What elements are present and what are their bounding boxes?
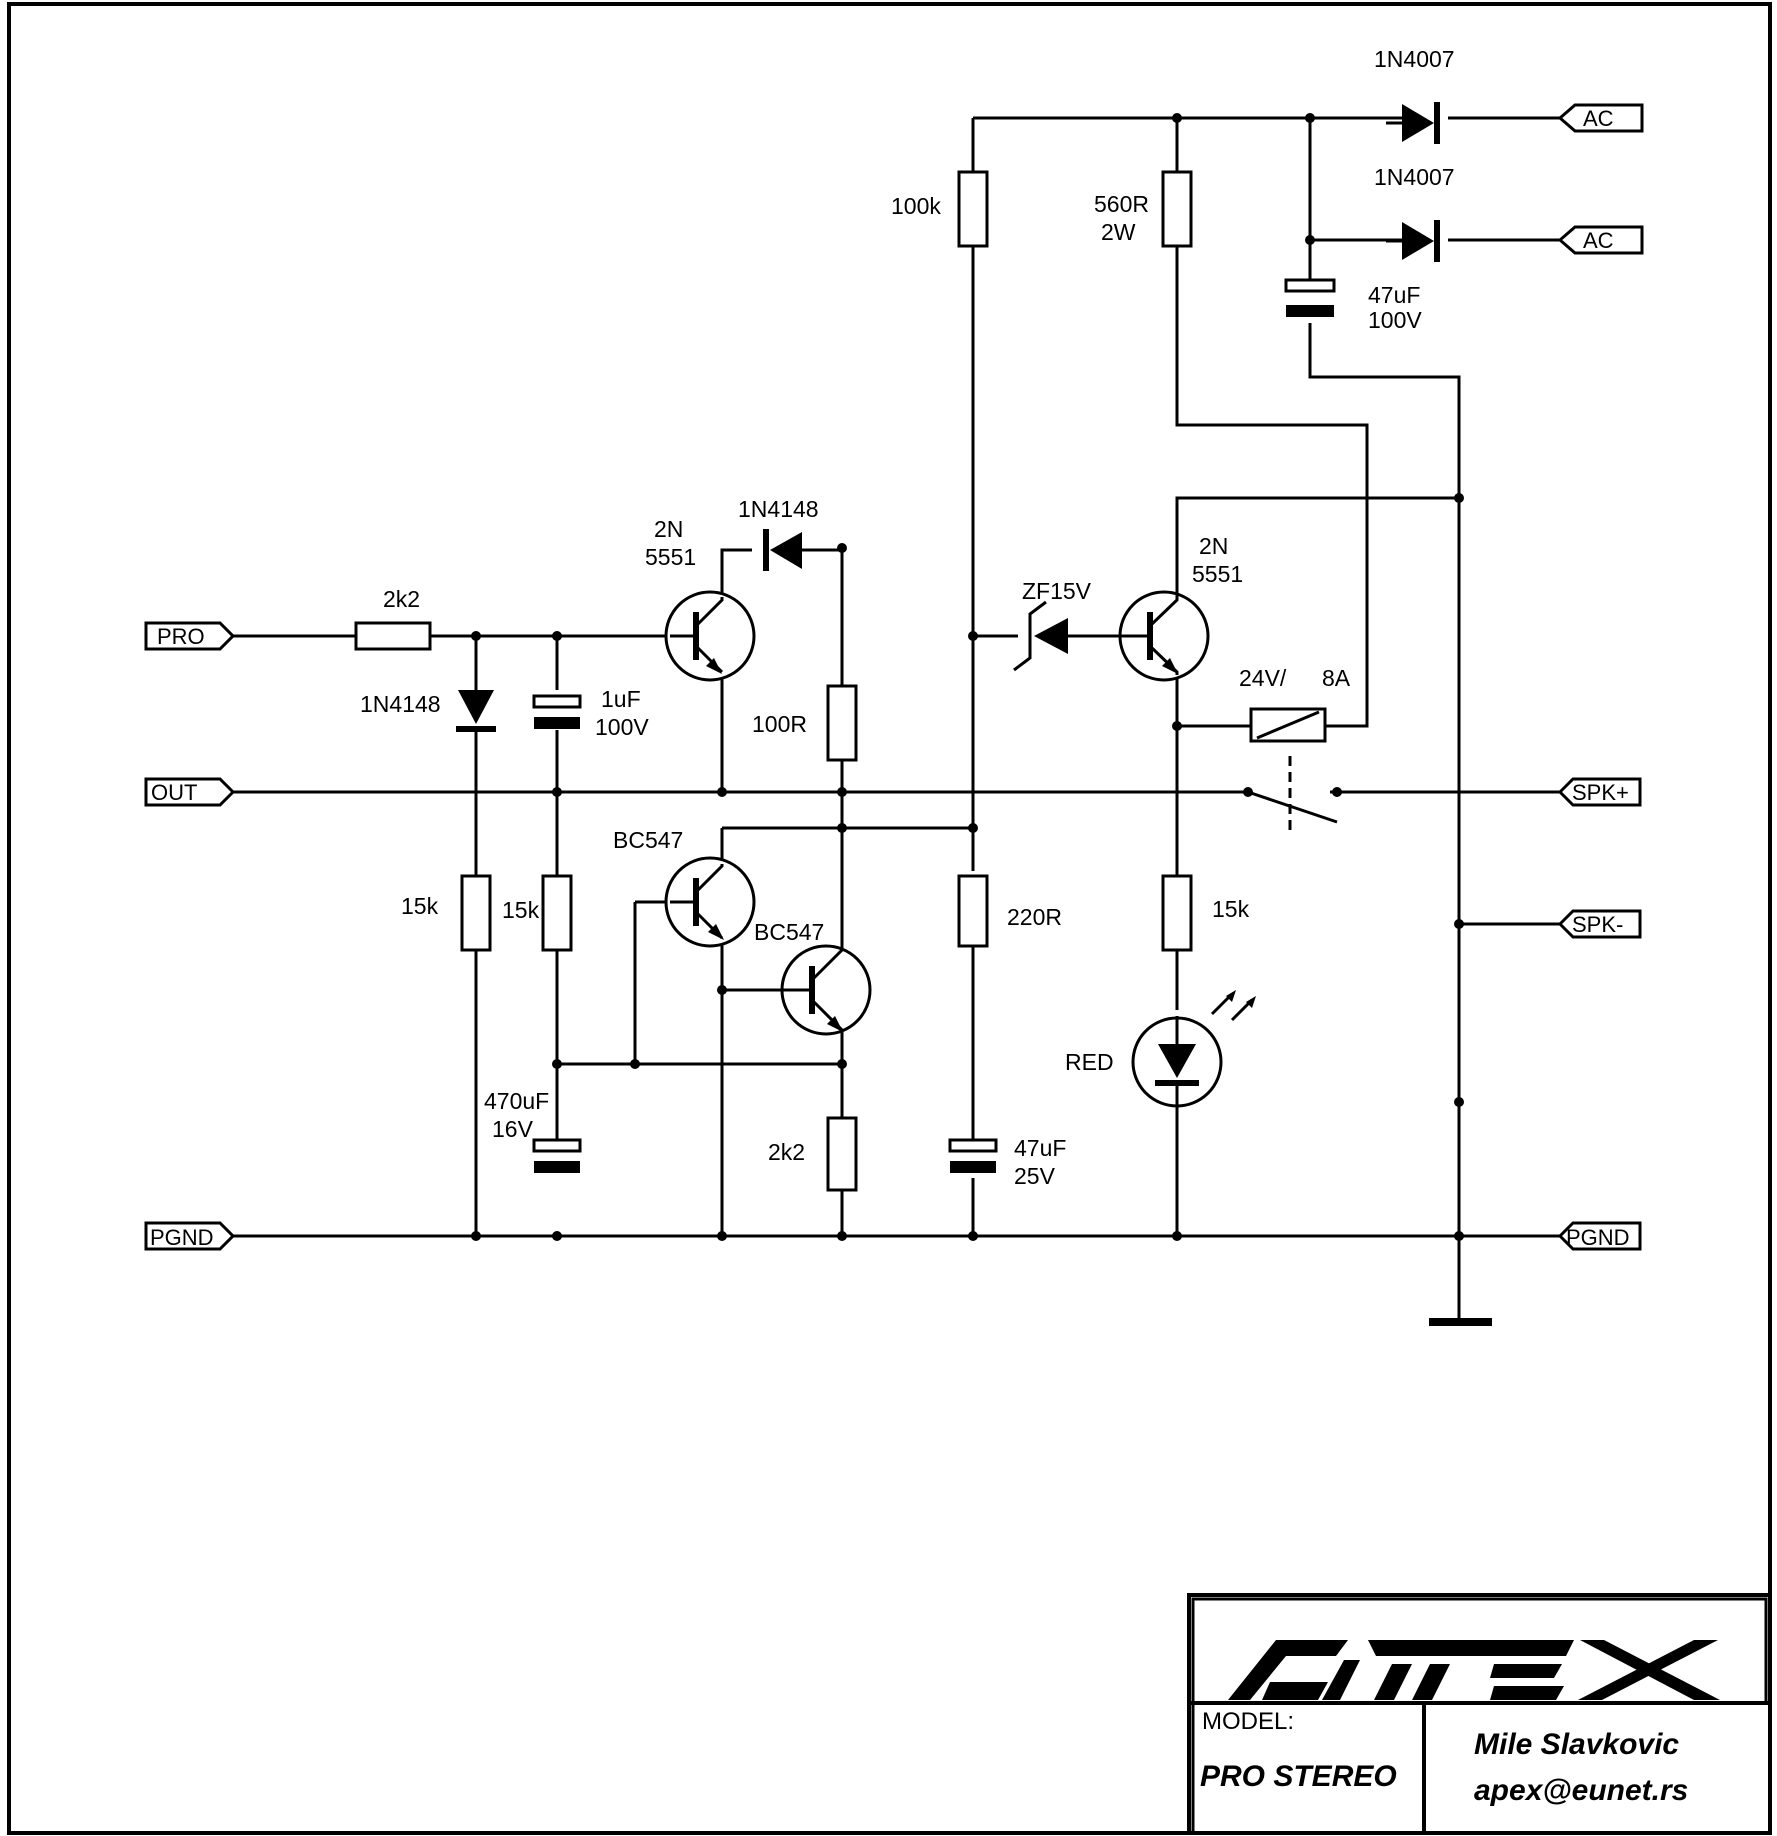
label-r100r: 100R bbox=[752, 711, 807, 737]
led-red bbox=[1131, 990, 1256, 1108]
label-q1-a: 2N bbox=[654, 516, 683, 542]
junctions bbox=[471, 113, 1464, 1241]
transistor-q2-bc547 bbox=[664, 856, 756, 948]
label-c47-25-volt: 25V bbox=[1014, 1163, 1056, 1189]
sheet-border bbox=[7, 2, 1772, 1835]
model-name: PRO STEREO bbox=[1200, 1760, 1397, 1793]
svg-text:SPK-: SPK- bbox=[1572, 912, 1623, 937]
label-c470-val: 470uF bbox=[484, 1088, 549, 1114]
model-label: MODEL: bbox=[1202, 1708, 1294, 1735]
author-email: apex@eunet.rs bbox=[1474, 1774, 1688, 1807]
label-r220r: 220R bbox=[1007, 904, 1062, 930]
port-pgnd-left: PGND bbox=[144, 1221, 236, 1251]
label-c100v-val: 47uF bbox=[1368, 282, 1420, 308]
svg-text:PGND: PGND bbox=[150, 1225, 214, 1250]
capacitor-470uf bbox=[532, 1138, 582, 1173]
resistor-100r bbox=[826, 684, 858, 762]
zener-diode bbox=[1013, 600, 1068, 672]
label-relay-a: 8A bbox=[1322, 665, 1351, 691]
label-q3: BC547 bbox=[754, 919, 824, 945]
resistor-15k-a bbox=[460, 874, 492, 952]
relay-coil bbox=[1249, 707, 1327, 743]
capacitor-47uf-25v bbox=[948, 1138, 998, 1173]
label-relay-v: 24V/ bbox=[1239, 665, 1287, 691]
port-out: OUT bbox=[144, 777, 236, 807]
relay-contact bbox=[1243, 756, 1338, 830]
resistor-2k2-low bbox=[826, 1116, 858, 1192]
label-q4-b: 5551 bbox=[1192, 561, 1243, 587]
title-block: MODEL: PRO STEREO Mile Slavkovic apex@eu… bbox=[1187, 1593, 1772, 1835]
svg-text:SPK+: SPK+ bbox=[1572, 780, 1629, 805]
transistor-q1-2n5551 bbox=[664, 590, 756, 682]
label-r2k2-low: 2k2 bbox=[768, 1139, 805, 1165]
port-spk-minus: SPK- bbox=[1557, 909, 1642, 939]
resistor-220r bbox=[957, 874, 989, 948]
label-c1uf-val: 1uF bbox=[601, 686, 641, 712]
label-led: RED bbox=[1065, 1049, 1114, 1075]
transistor-q4-2n5551 bbox=[1118, 568, 1210, 682]
label-d1n4148-top: 1N4148 bbox=[738, 496, 819, 522]
resistor-15k-b bbox=[541, 874, 573, 952]
svg-text:PRO: PRO bbox=[157, 624, 205, 649]
port-pgnd-right: PGND bbox=[1557, 1221, 1642, 1251]
label-q4-a: 2N bbox=[1199, 533, 1228, 559]
label-c100v-volt: 100V bbox=[1368, 307, 1422, 333]
svg-text:PGND: PGND bbox=[1566, 1225, 1630, 1250]
diode-1n4007-top bbox=[1386, 102, 1440, 144]
label-q2: BC547 bbox=[613, 827, 683, 853]
svg-text:AC: AC bbox=[1583, 228, 1614, 253]
resistor-2k2-input bbox=[354, 621, 432, 651]
port-ac-bottom: AC bbox=[1557, 225, 1644, 255]
label-q1-b: 5551 bbox=[645, 544, 696, 570]
label-r15k-b: 15k bbox=[502, 897, 540, 923]
port-spk-plus: SPK+ bbox=[1557, 777, 1642, 807]
label-r2k2-in: 2k2 bbox=[383, 586, 420, 612]
diode-1n4148-top bbox=[763, 529, 802, 571]
ground-symbol bbox=[1429, 1318, 1492, 1326]
svg-text:AC: AC bbox=[1583, 106, 1614, 131]
component-labels: 1N4007 1N4007 47uF 100V 100k 560R 2W 2N … bbox=[360, 46, 1455, 1189]
port-pro: PRO bbox=[144, 621, 236, 651]
resistor-15k-led bbox=[1161, 874, 1193, 952]
svg-text:OUT: OUT bbox=[151, 780, 197, 805]
diode-1n4007-bottom bbox=[1386, 220, 1440, 262]
author-name: Mile Slavkovic bbox=[1474, 1728, 1679, 1761]
label-zener: ZF15V bbox=[1022, 578, 1092, 604]
label-c1uf-volt: 100V bbox=[595, 714, 649, 740]
port-ac-top: AC bbox=[1557, 103, 1644, 133]
label-d-ac1: 1N4007 bbox=[1374, 46, 1455, 72]
capacitor-1uf bbox=[532, 694, 582, 729]
resistor-100k bbox=[957, 170, 989, 248]
apex-logo bbox=[1228, 1640, 1720, 1700]
transistor-q3-bc547 bbox=[780, 944, 872, 1036]
diode-1n4148-input bbox=[456, 690, 496, 732]
label-r15k-led: 15k bbox=[1212, 896, 1250, 922]
wires bbox=[233, 116, 1560, 1322]
label-r560-pwr: 2W bbox=[1101, 219, 1136, 245]
resistor-560r bbox=[1161, 170, 1193, 248]
capacitor-47uf-100v bbox=[1284, 278, 1336, 317]
label-d1n4148-in: 1N4148 bbox=[360, 691, 441, 717]
label-r15k-a: 15k bbox=[401, 893, 439, 919]
label-r100k: 100k bbox=[891, 193, 941, 219]
label-c47-25-val: 47uF bbox=[1014, 1135, 1066, 1161]
label-c470-volt: 16V bbox=[492, 1116, 534, 1142]
label-r560-val: 560R bbox=[1094, 191, 1149, 217]
label-d-ac2: 1N4007 bbox=[1374, 164, 1455, 190]
